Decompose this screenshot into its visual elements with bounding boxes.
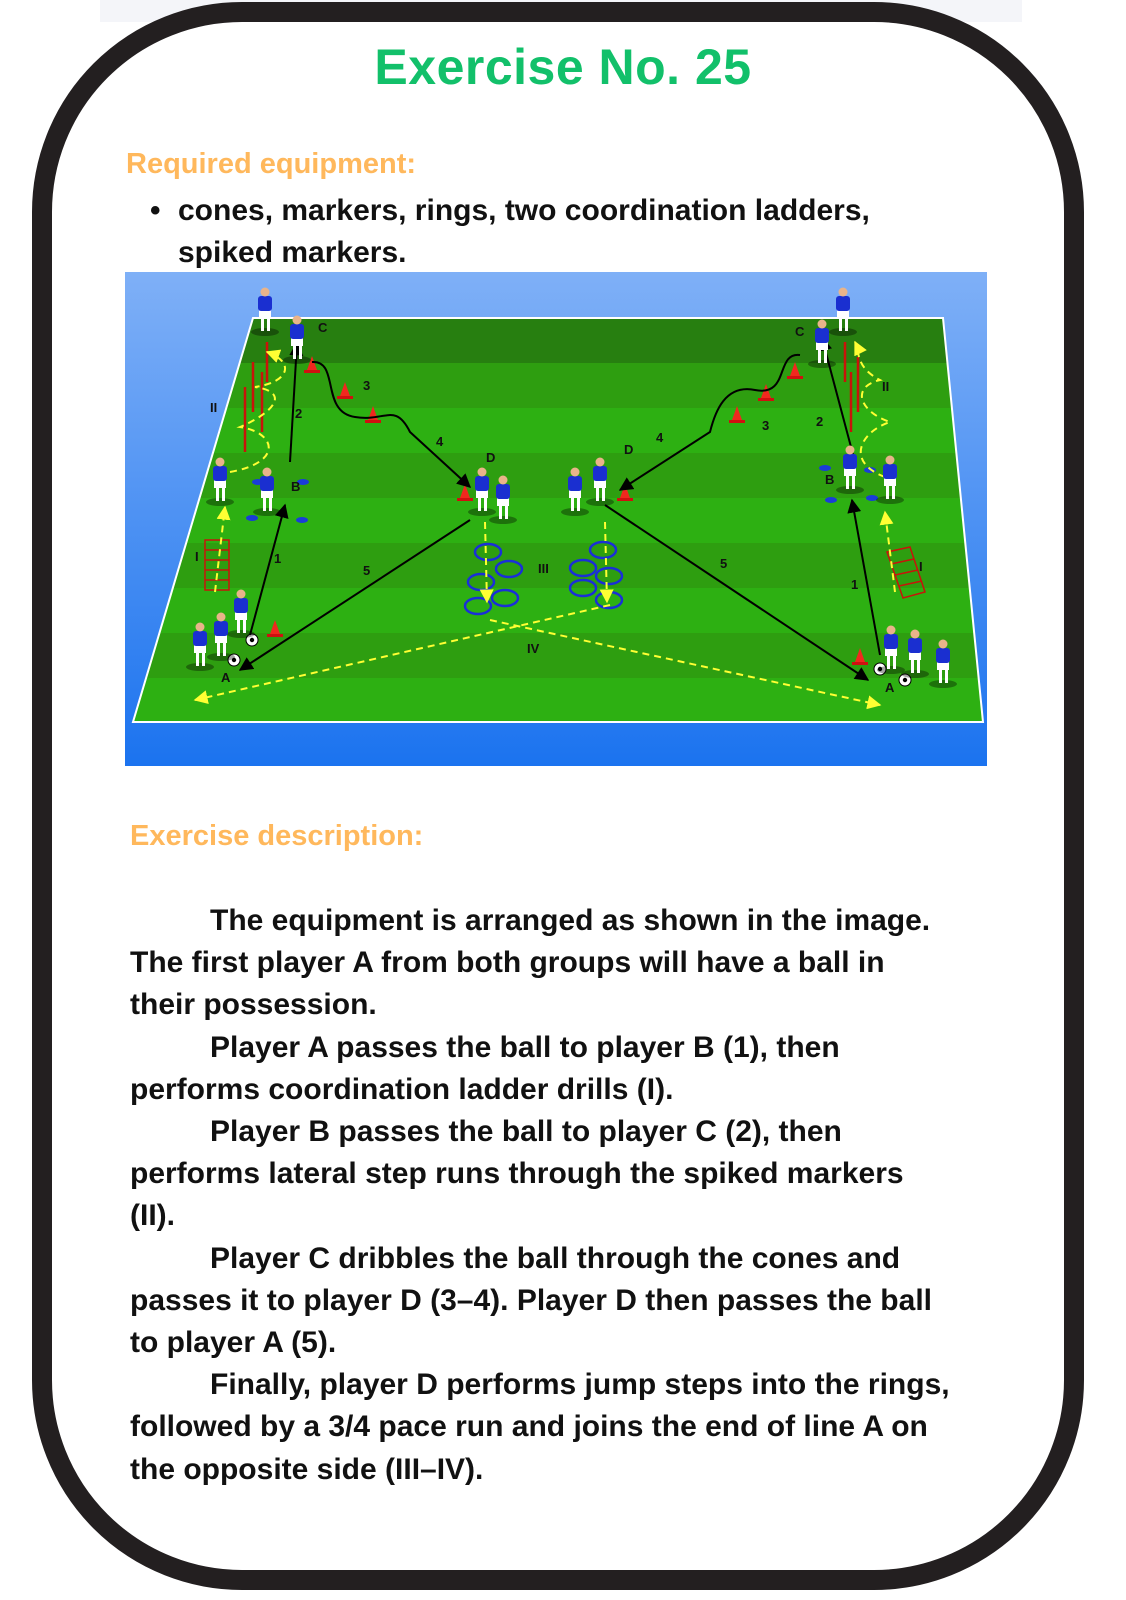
description-paragraph: Finally, player D performs jump steps in… <box>130 1364 950 1491</box>
equipment-item: spiked markers. <box>178 236 407 269</box>
label-iii: III <box>538 561 549 576</box>
equipment-marks <box>204 342 926 687</box>
card-frame <box>32 2 1084 1590</box>
description-line: Finally, player D performs jump steps in… <box>210 1368 950 1402</box>
label-d-right: D <box>624 442 633 457</box>
label-d-left: D <box>486 450 495 465</box>
bullet-icon: • <box>150 194 161 227</box>
label-a-right: A <box>885 680 895 695</box>
diagram-labels: C 3 2 II 4 D B 1 5 I III IV A C II 2 3 4… <box>195 320 923 695</box>
description-paragraph: The equipment is arranged as shown in th… <box>130 900 950 1027</box>
description-line: The equipment is arranged as shown in th… <box>210 904 931 937</box>
page-title: Exercise No. 25 <box>374 39 752 95</box>
label-5-left: 5 <box>363 563 370 578</box>
label-b-right: B <box>825 472 834 487</box>
description-paragraph: Player A passes the ball to player B (1)… <box>130 1027 950 1111</box>
label-c-right: C <box>795 324 805 339</box>
description-line: passes it to player D (3–4). Player D th… <box>130 1283 932 1317</box>
label-3-left: 3 <box>363 378 370 393</box>
label-2-left: 2 <box>295 406 302 421</box>
description-paragraph: Player B passes the ball to player C (2)… <box>130 1111 950 1238</box>
description-heading: Exercise description: <box>130 820 424 852</box>
label-a-left: A <box>221 670 231 685</box>
label-1-left: 1 <box>274 551 281 566</box>
description-paragraph: Player C dribbles the ball through the c… <box>130 1238 950 1365</box>
description-line: (II). <box>130 1199 175 1233</box>
description-line: Player A passes the ball to player B (1)… <box>210 1030 840 1064</box>
equipment-item: cones, markers, rings, two coordination … <box>178 194 870 227</box>
field-outline <box>131 317 985 723</box>
label-ii-right: II <box>882 379 889 394</box>
label-c-left: C <box>318 320 328 335</box>
label-ii-left: II <box>210 400 217 415</box>
equipment-heading: Required equipment: <box>126 148 417 180</box>
label-i-right: I <box>919 559 923 574</box>
label-4-right: 4 <box>656 430 664 445</box>
label-3-right: 3 <box>762 418 769 433</box>
description-line: their possession. <box>130 988 377 1022</box>
description-line: Player C dribbles the ball through the c… <box>210 1241 901 1275</box>
run-paths <box>193 340 896 710</box>
description-line: performs lateral step runs through the s… <box>130 1157 904 1191</box>
description-line: performs coordination ladder drills (I). <box>130 1072 674 1106</box>
exercise-diagram: C 3 2 II 4 D B 1 5 I III IV A C II 2 3 4… <box>125 272 987 766</box>
label-4-left: 4 <box>436 434 444 449</box>
description-line: The first player A from both groups will… <box>130 946 885 980</box>
description-body: The equipment is arranged as shown in th… <box>130 900 950 1491</box>
description-line: the opposite side (III–IV). <box>130 1452 484 1486</box>
label-2-right: 2 <box>816 414 823 429</box>
description-line: Player B passes the ball to player C (2)… <box>210 1115 842 1149</box>
label-iv: IV <box>527 641 540 656</box>
label-b-left: B <box>291 479 300 494</box>
label-i-left: I <box>195 549 199 564</box>
label-1-right: 1 <box>851 577 858 592</box>
pass-arrows <box>238 336 881 681</box>
label-5-right: 5 <box>720 556 727 571</box>
description-line: followed by a 3/4 pace run and joins the… <box>130 1410 928 1444</box>
description-line: to player A (5). <box>130 1326 337 1360</box>
